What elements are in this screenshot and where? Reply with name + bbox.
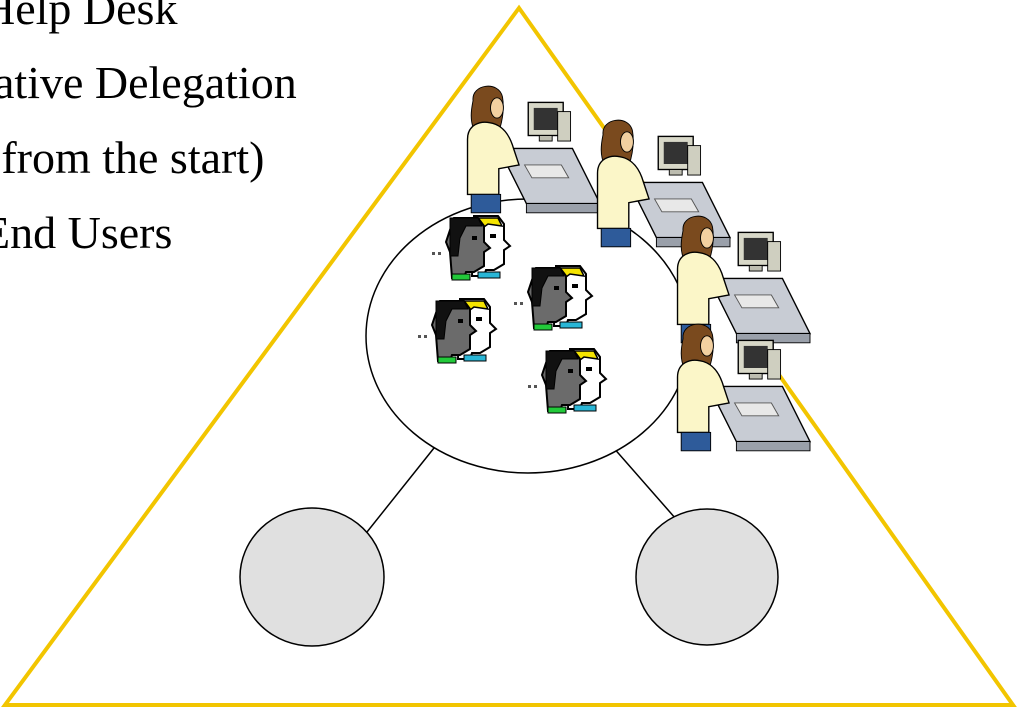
text-block: Help Desk ative Delegation (from the sta… bbox=[0, 0, 460, 300]
subgroup-node-right bbox=[635, 508, 779, 646]
person-at-computer-icon bbox=[466, 85, 601, 214]
text-line-end-users: End Users bbox=[0, 207, 173, 258]
text-line-delegation: ative Delegation bbox=[0, 57, 297, 108]
text-line-helpdesk: Help Desk bbox=[0, 0, 178, 34]
connector-right bbox=[611, 445, 684, 528]
connector-left bbox=[362, 447, 435, 538]
subgroup-node-left bbox=[239, 507, 385, 647]
text-line-from-start: (from the start) bbox=[0, 132, 265, 183]
